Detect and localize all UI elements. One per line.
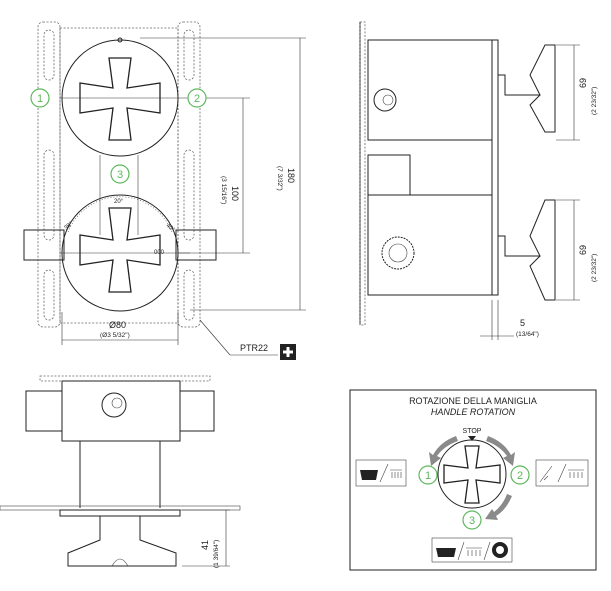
callout-1-label: 1 (37, 93, 43, 105)
dim-diameter: Ø80 (109, 320, 126, 330)
rotation-subtitle: HANDLE ROTATION (431, 407, 516, 417)
dim-spacing: 100 (230, 186, 240, 201)
front-view: 38° 20° 40° 000 1 2 3 100 (3 15/16") 180… (23, 21, 306, 360)
plus-icon (280, 344, 296, 360)
position-1 (418, 465, 438, 485)
dim-depth-inch: (1 39/64") (213, 540, 220, 568)
callout-1 (30, 88, 50, 108)
dim-upper: 69 (578, 78, 588, 88)
rotation-title: ROTAZIONE DELLA MANIGLIA (409, 396, 537, 406)
position-1-label: 1 (425, 470, 431, 482)
callout-2-label: 2 (194, 93, 200, 105)
callout-3-label: 3 (117, 169, 123, 181)
dim-spacing-inch: (3 15/16") (220, 176, 227, 204)
position-2 (510, 465, 530, 485)
scale-label-right: 40° (165, 223, 176, 234)
dim-diameter-inch: (Ø3 5/32") (100, 332, 130, 339)
bathtub-handshower-showerhead-icon (431, 537, 513, 563)
dim-lower: 69 (578, 245, 588, 255)
rotation-panel: ROTAZIONE DELLA MANIGLIA HANDLE ROTATION… (349, 389, 597, 571)
rotate-arrow-left (429, 436, 458, 466)
callout-3 (110, 164, 130, 184)
scale-label-top: 20° (114, 199, 124, 205)
side-view: 69 (2 23/32") 69 (2 23/32") 5 (13/64") (359, 21, 598, 340)
dim-height: 180 (286, 168, 296, 183)
scale-label-left: 38° (63, 221, 74, 232)
rotate-arrow-bottom (485, 494, 512, 520)
callout-2 (187, 88, 207, 108)
dim-projection: 5 (520, 318, 525, 328)
dim-depth: 41 (200, 540, 210, 550)
rotate-arrow-right (486, 436, 515, 466)
stop-label: STOP (463, 428, 482, 435)
dim-height-inch: (7 3/32") (276, 166, 283, 191)
dim-projection-inch: (13/64") (516, 331, 539, 338)
position-3-label: 3 (469, 515, 475, 527)
handshower-showerhead-icon (535, 459, 589, 487)
accessory-label: PTR22 (240, 343, 268, 353)
bathtub-spout-icon (355, 459, 407, 487)
dim-upper-inch: (2 23/32") (591, 87, 598, 115)
position-2-label: 2 (517, 470, 523, 482)
bottom-view: 41 (1 39/64") (0, 375, 241, 568)
dim-lower-inch: (2 23/32") (591, 254, 598, 282)
position-3 (462, 510, 482, 530)
